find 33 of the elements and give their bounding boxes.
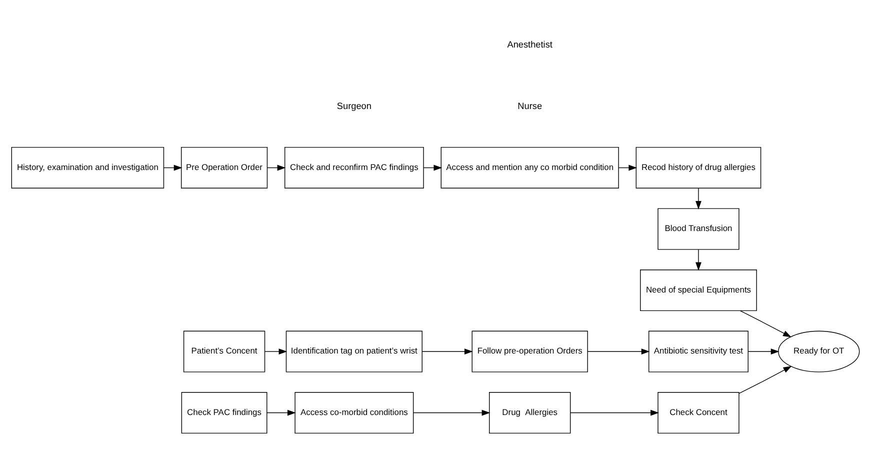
node-box: Identification tag on patient’s wrist: [286, 330, 422, 372]
arrow: [413, 410, 490, 416]
node-box: Pre Operation Order: [180, 146, 268, 189]
arrow: [738, 366, 792, 394]
node-box: Check and reconfirm PAC findings: [284, 146, 424, 189]
node-box: History, examination and investigation: [11, 146, 164, 189]
label: Nurse: [518, 100, 542, 111]
arrow: [266, 410, 296, 416]
arrow: [618, 164, 638, 171]
arrow: [266, 164, 286, 171]
arrow: [740, 310, 792, 338]
node-box: Antibiotic sensitivity test: [648, 330, 748, 372]
label: Anesthetist: [507, 40, 552, 50]
node-box: Patient’s Concent: [183, 330, 266, 372]
arrow: [696, 249, 702, 271]
node-box: Check PAC findings: [181, 392, 268, 434]
node-box: Follow pre-operation Orders: [472, 330, 588, 372]
arrow: [264, 348, 288, 354]
node-box: Access and mention any co morbid condition: [440, 146, 619, 189]
node-box: Access co-morbid conditions: [294, 392, 414, 434]
arrow: [587, 348, 650, 354]
arrow: [570, 410, 660, 416]
arrow: [164, 164, 182, 171]
node-box: Check Concent: [658, 392, 740, 434]
arrow: [422, 348, 473, 354]
label: Surgeon: [336, 100, 372, 111]
arrow: [696, 188, 702, 210]
arrow: [748, 348, 780, 354]
arrow: [423, 164, 442, 171]
node-box: Drug Allergies: [489, 392, 571, 434]
node-box: Blood Transfusion: [658, 208, 740, 250]
node-box: Recod history of drug allergies: [636, 146, 762, 189]
node-box: Need of special Equipments: [640, 269, 757, 312]
